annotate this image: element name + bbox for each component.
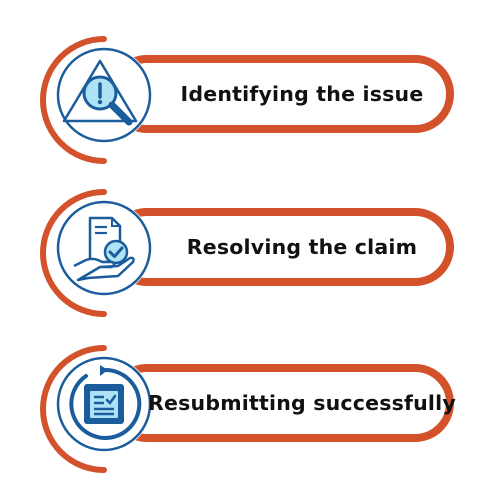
step-identifying-issue: Identifying the issue <box>0 0 500 170</box>
step-pill <box>108 55 454 133</box>
step-label: Resolving the claim <box>186 235 418 259</box>
document-check-hand-icon <box>56 200 152 296</box>
accent-arc <box>40 189 107 317</box>
accent-arc <box>40 36 107 164</box>
accent-arc <box>40 345 107 473</box>
step-label: Identifying the issue <box>180 82 424 106</box>
document-refresh-icon <box>56 356 152 452</box>
step-pill <box>108 364 454 442</box>
magnifier-warning-icon <box>56 47 152 143</box>
step-label: Resubmitting successfully <box>148 391 456 415</box>
step-resolving-claim: Resolving the claim <box>0 153 500 323</box>
step-resubmitting-successfully: Resubmitting successfully <box>0 309 500 479</box>
